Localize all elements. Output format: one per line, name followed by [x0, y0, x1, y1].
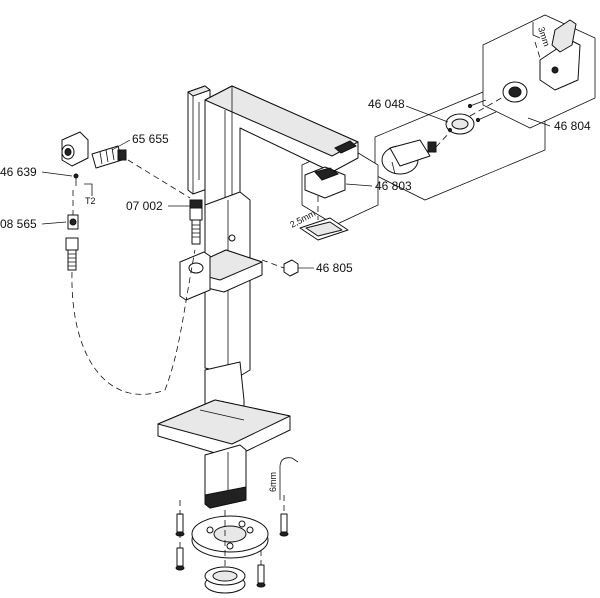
- label-46803: 46 803: [375, 179, 412, 193]
- handle-axis: [534, 41, 541, 59]
- connector-axis: [127, 159, 191, 199]
- handle-ring: [502, 81, 528, 103]
- hand-shower-holder: [179, 251, 211, 301]
- mounting-flange: [191, 515, 269, 559]
- hex-key-6mm: [279, 457, 299, 500]
- hose-nut-65655: [91, 145, 127, 169]
- label-08565: 08 565: [0, 217, 37, 231]
- screw-46639: [73, 173, 79, 179]
- washer-08565: [67, 214, 79, 230]
- cartridge-axis: [435, 95, 506, 148]
- aerator-clip: [304, 166, 346, 199]
- label-07002: 07 002: [126, 199, 163, 213]
- spout-cover-plate: [299, 217, 349, 241]
- floor-plate: [157, 399, 291, 509]
- label-46805: 46 805: [316, 261, 353, 275]
- cartridge: [381, 139, 437, 175]
- hose-fitting-left: [65, 237, 79, 271]
- leader-65655: [111, 139, 131, 151]
- label-46804: 46 804: [554, 119, 591, 133]
- cap-axis: [261, 259, 285, 269]
- shower-hose-path: [71, 249, 196, 395]
- lever-handle: [539, 19, 581, 91]
- hose-fitting-right: [189, 199, 203, 245]
- screw-axis-right: [260, 495, 285, 565]
- label-46639: 46 639: [0, 165, 37, 179]
- leader-08565: [41, 221, 67, 225]
- elbow-connector: [61, 131, 89, 167]
- leader-46803: [345, 183, 373, 187]
- leader-46804: [527, 117, 551, 127]
- label-46048: 46 048: [368, 97, 405, 111]
- hex-key-t2: [84, 183, 93, 196]
- cartridge-screws: [467, 99, 497, 123]
- mounting-screws: [175, 513, 289, 588]
- leader-46048: [405, 105, 449, 123]
- label-65655: 65 655: [132, 132, 169, 146]
- leader-46639: [41, 171, 73, 177]
- mm6-mark: 6mm: [268, 472, 278, 492]
- threaded-ring: [204, 566, 246, 594]
- cartridge-nut: [445, 113, 475, 135]
- t2-mark: T2: [85, 196, 96, 206]
- cap-46805: [283, 259, 299, 277]
- hex-key-3mm: [532, 22, 541, 39]
